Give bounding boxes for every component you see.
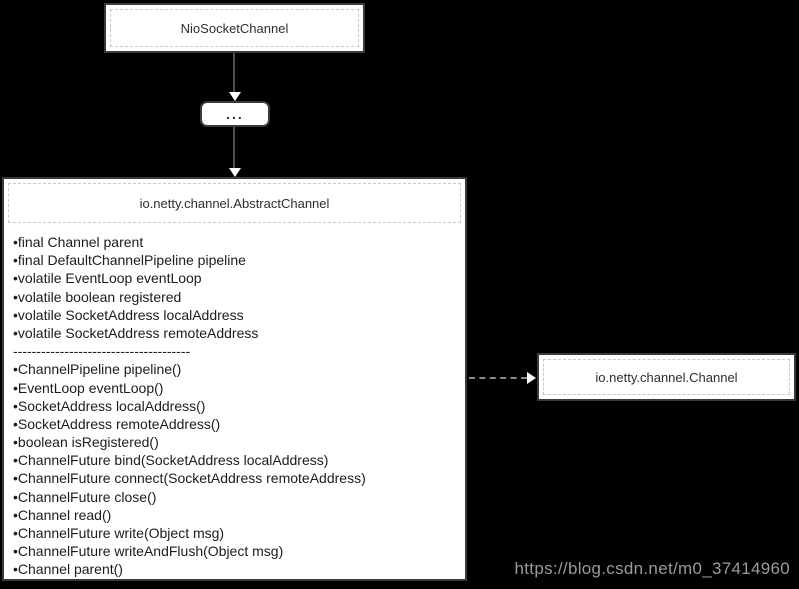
- method-item: •boolean isRegistered(): [13, 434, 159, 451]
- node-label: ...: [226, 106, 244, 122]
- arrow-line: [233, 127, 235, 168]
- field-item: •volatile boolean registered: [13, 288, 182, 305]
- dashed-inner-border: io.netty.channel.Channel: [543, 359, 790, 395]
- field-item: •final Channel parent: [13, 234, 144, 250]
- node-label: io.netty.channel.Channel: [595, 369, 738, 385]
- dashed-arrow-line: [469, 377, 527, 379]
- node-channel: io.netty.channel.Channel: [537, 353, 796, 401]
- method-item: •SocketAddress localAddress(): [13, 397, 206, 414]
- arrow-down-head-icon: [229, 168, 241, 177]
- method-item: •SocketAddress remoteAddress(): [13, 415, 221, 432]
- arrow-line: [233, 53, 235, 93]
- member-list: •final Channel parent •final DefaultChan…: [13, 233, 461, 577]
- field-item: •final DefaultChannelPipeline pipeline: [13, 252, 246, 269]
- method-item: •ChannelFuture write(Object msg): [13, 525, 225, 541]
- method-item: •ChannelFuture writeAndFlush(Object msg): [13, 543, 284, 560]
- dashed-inner-border: NioSocketChannel: [110, 9, 359, 47]
- field-item: •volatile EventLoop eventLoop: [13, 270, 202, 287]
- node-ellipsis: ...: [200, 101, 270, 127]
- field-item: •volatile SocketAddress localAddress: [13, 306, 244, 323]
- method-item: •ChannelFuture bind(SocketAddress localA…: [13, 452, 329, 469]
- node-nio-socket-channel: NioSocketChannel: [104, 3, 365, 53]
- method-item: •ChannelFuture connect(SocketAddress rem…: [13, 470, 366, 487]
- method-item: •ChannelFuture close(): [13, 488, 157, 505]
- node-title: io.netty.channel.AbstractChannel: [139, 195, 330, 211]
- field-item: •volatile SocketAddress remoteAddress: [13, 324, 259, 341]
- method-item: •Channel parent(): [13, 561, 123, 577]
- watermark-text: https://blog.csdn.net/m0_37414960: [514, 559, 790, 578]
- node-label: NioSocketChannel: [180, 20, 289, 36]
- method-item: •ChannelPipeline pipeline(): [13, 361, 182, 378]
- method-item: •Channel read(): [13, 506, 112, 523]
- method-item: •EventLoop eventLoop(): [13, 379, 164, 396]
- divider-line: --------------------------------------: [13, 343, 191, 360]
- arrow-right-head-icon: [527, 372, 536, 384]
- arrow-down-head-icon: [229, 92, 241, 101]
- node-title-area: io.netty.channel.AbstractChannel: [8, 183, 461, 223]
- node-abstract-channel: io.netty.channel.AbstractChannel •final …: [2, 177, 467, 581]
